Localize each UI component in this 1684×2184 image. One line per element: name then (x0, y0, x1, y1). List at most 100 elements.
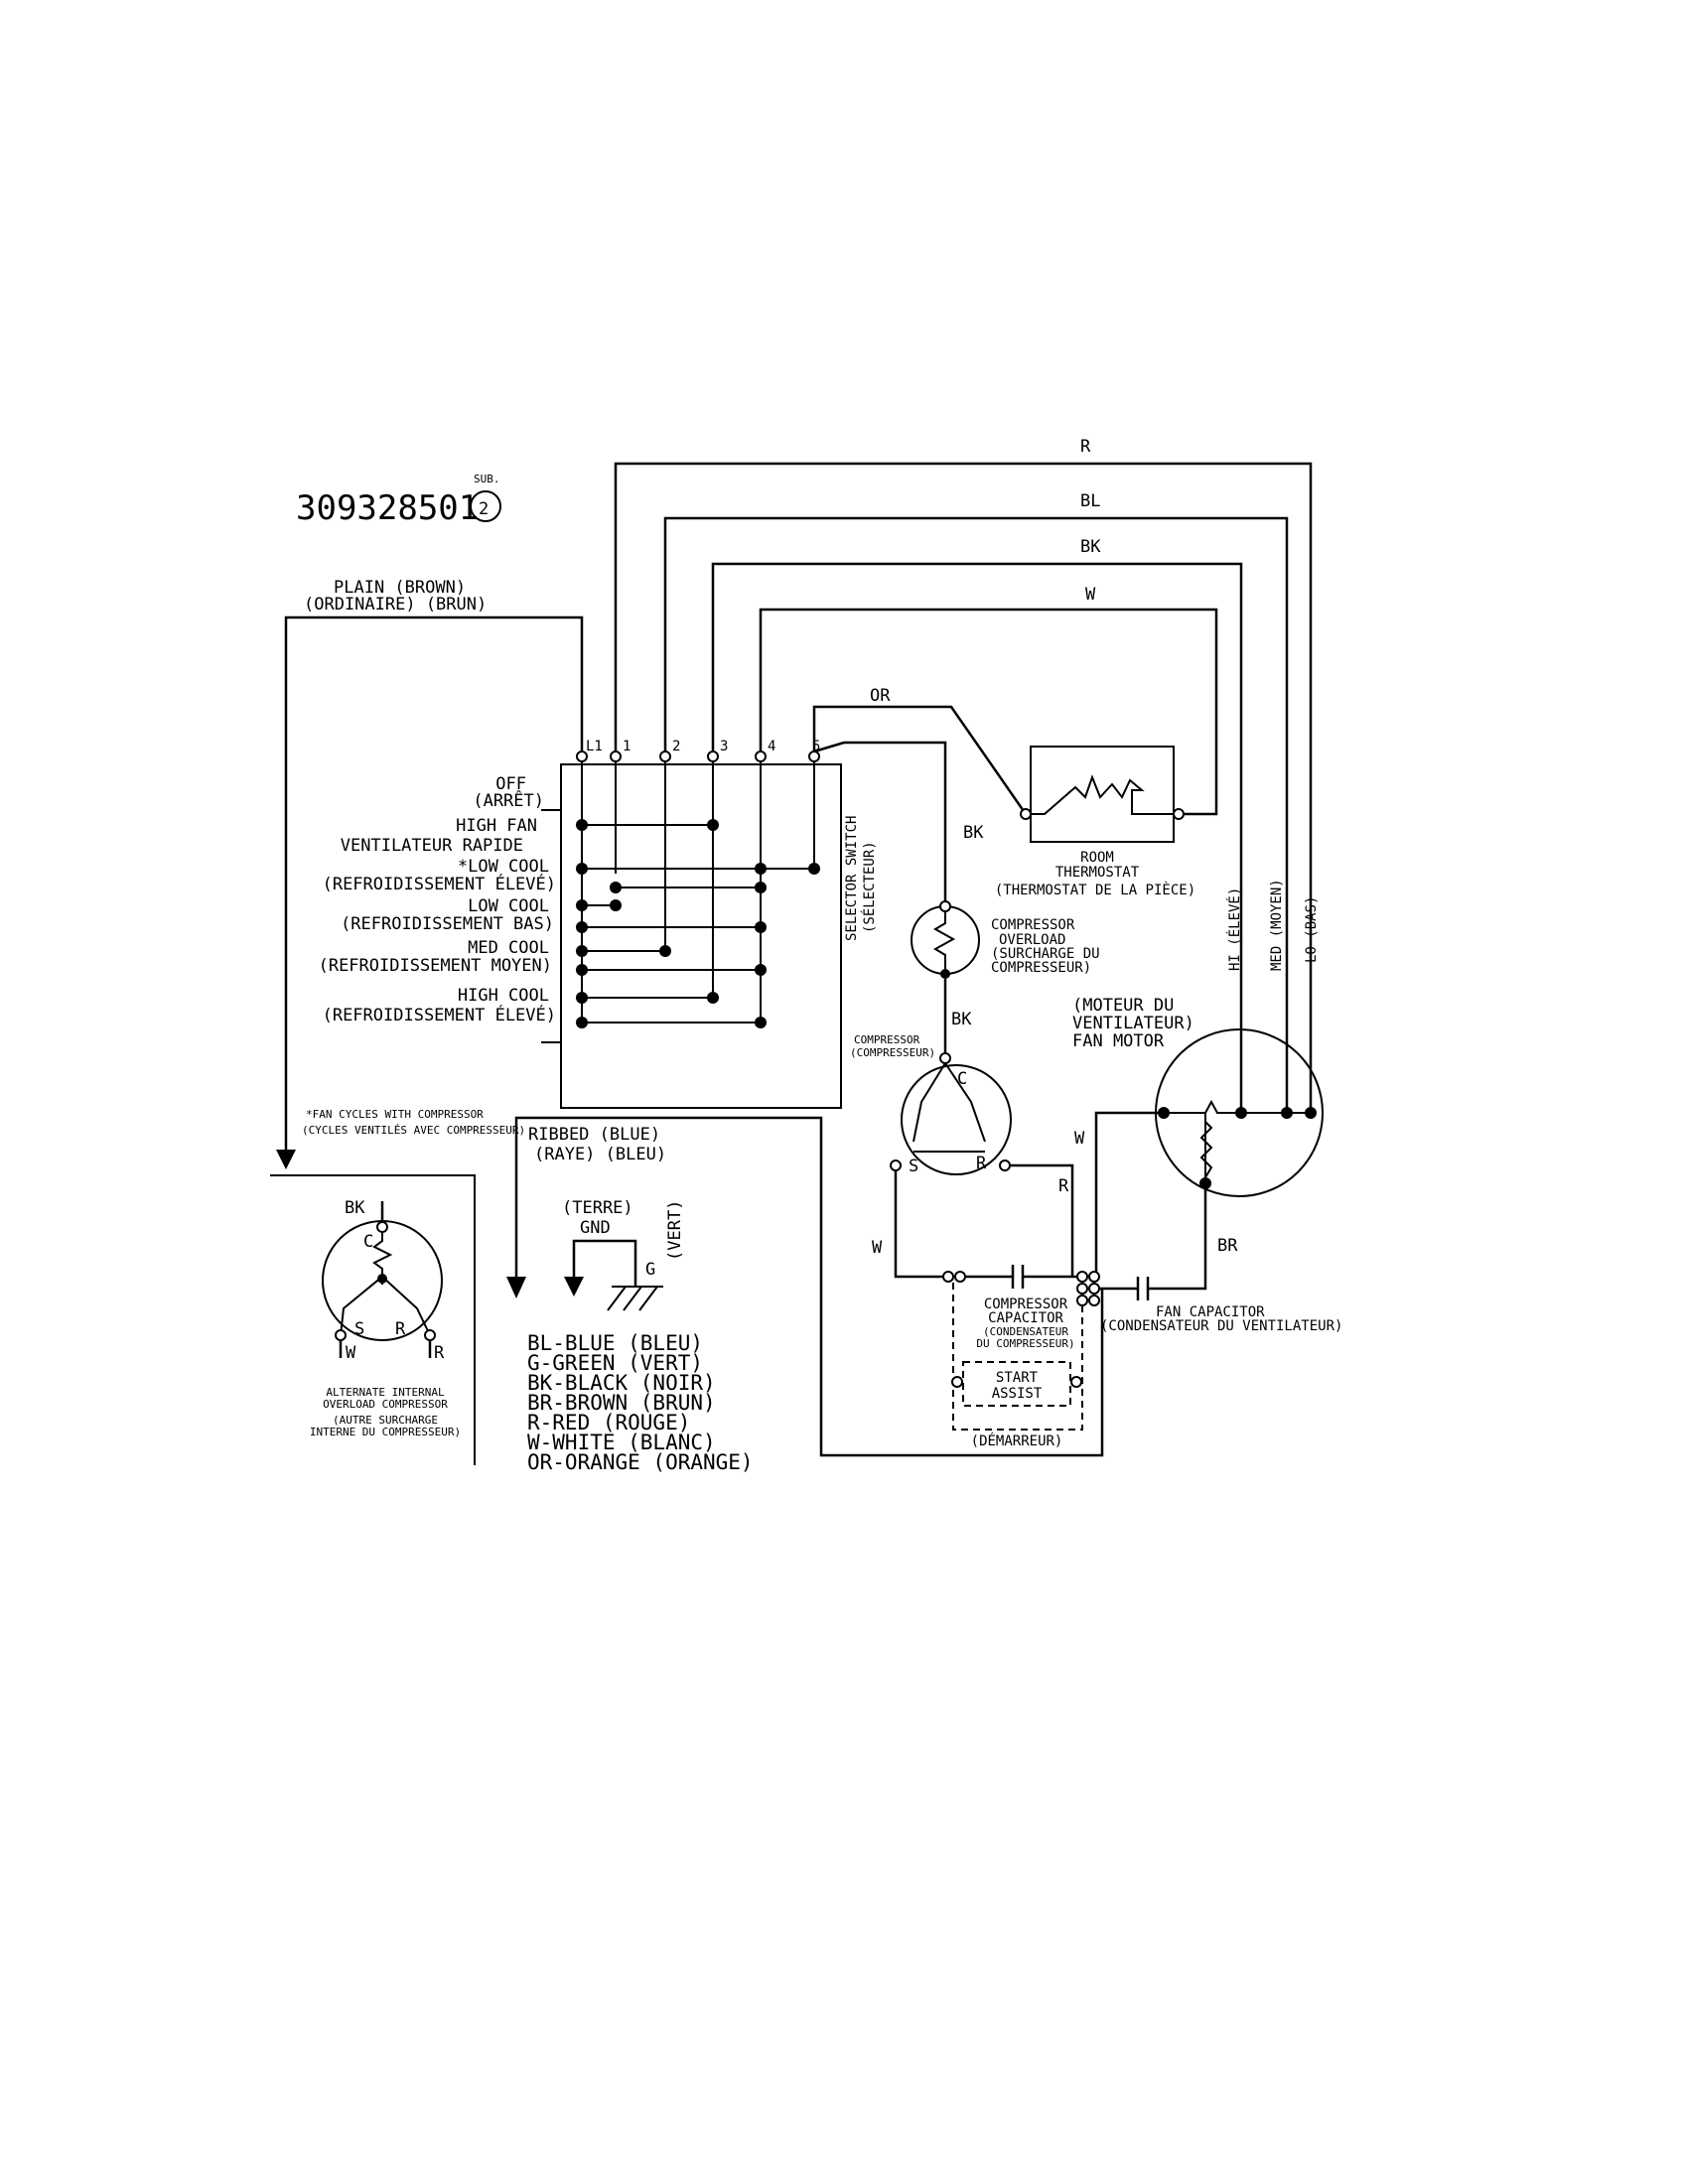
ground: (TERRE) GND G (VERT) (562, 1198, 685, 1311)
switch-terminals: L1 1 2 3 4 5 (576, 739, 820, 762)
position-high-fan-line2: VENTILATEUR RAPIDE (341, 836, 523, 856)
wire-w-fan-motor (1094, 1111, 1164, 1277)
overload-label-line1: COMPRESSOR (991, 917, 1075, 933)
selector-switch-box (560, 763, 842, 1109)
top-harness: R BL BK W OR PLAIN (BROWN) (ORDINAIRE) (… (276, 437, 1313, 1169)
fan-capacitor-symbol (1099, 1277, 1168, 1300)
position-med-cool-line2: (REFROIDISSEMENT MOYEN) (319, 956, 552, 976)
legend-blue: BL-BLUE (BLEU) (527, 1331, 703, 1355)
ground-arrow (564, 1277, 584, 1297)
alt-compressor-s: S (354, 1319, 364, 1339)
legend-black: BK-BLACK (NOIR) (527, 1371, 716, 1395)
wire-plain-brown (284, 615, 584, 1150)
alternate-compressor: BK C S R W R ALTERNATE INTERNAL OVERLOAD… (270, 1174, 476, 1465)
thermostat-label-line1: ROOM (1080, 850, 1114, 866)
compressor-terminal-s: S (909, 1157, 918, 1176)
start-assist-line1: START (996, 1370, 1039, 1386)
wire-label-w-comp: W (872, 1238, 883, 1258)
terminal-label-l1: L1 (586, 739, 603, 754)
ground-wire (572, 1239, 637, 1287)
position-high-fan-line1: HIGH FAN (456, 816, 537, 836)
wire-label-r-comp: R (1058, 1176, 1069, 1196)
wire-r (614, 462, 1313, 1112)
sub-number: 2 (479, 499, 489, 519)
plain-wire-line1: PLAIN (BROWN) (334, 578, 466, 598)
wire-label-w-fan: W (1074, 1129, 1085, 1149)
compressor: C S R COMPRESSOR (COMPRESSEUR) (850, 1033, 1012, 1176)
terminal-label-4: 4 (768, 739, 775, 754)
fan-motor-label-line3: FAN MOTOR (1072, 1031, 1165, 1051)
sub-number-circle (470, 490, 501, 522)
alt-compressor-label-line3: (AUTRE SURCHARGE (333, 1414, 438, 1427)
wire-label-bk-overload-out: BK (951, 1010, 972, 1029)
compressor-capacitor-line1: COMPRESSOR (984, 1297, 1068, 1312)
position-low-cool-star-line1: *LOW COOL (458, 857, 549, 877)
ground-line1: (TERRE) (562, 1198, 633, 1218)
compressor-capacitor-line2: CAPACITOR (988, 1310, 1063, 1326)
wire-or (812, 705, 1028, 815)
start-assist-box (962, 1361, 1071, 1407)
fan-capacitor-line1: FAN CAPACITOR (1156, 1304, 1265, 1320)
fan-motor-label-line2: VENTILATEUR) (1072, 1014, 1194, 1033)
ribbed-wire-arrow (506, 1277, 526, 1298)
terminal-label-1: 1 (623, 739, 631, 754)
legend-green: G-GREEN (VERT) (527, 1351, 703, 1375)
compressor-s-terminal (890, 1160, 902, 1171)
fan-capacitor-line2: (CONDENSATEUR DU VENTILATEUR) (1100, 1318, 1342, 1334)
position-off-line2: (ARRÊT) (473, 789, 544, 811)
overload-element (933, 911, 956, 969)
wire-bk-thermostat-to-overload (813, 741, 947, 901)
compressor-overload: BK BK COMPRESSOR OVERLOAD (SURCHARGE DU … (813, 741, 1100, 1064)
ground-g: G (645, 1260, 655, 1280)
terminal-4 (755, 751, 767, 762)
overload-label-line3: (SURCHARGE DU (991, 946, 1100, 962)
wire-label-r: R (1080, 437, 1091, 457)
overload-label-line4: COMPRESSEUR) (991, 960, 1091, 976)
overload-terminal-bottom (940, 969, 950, 979)
compressor-windings (912, 1062, 986, 1153)
wire-label-bk: BK (1080, 537, 1101, 557)
terminal-3 (707, 751, 719, 762)
wire-br-fan-motor (1168, 1183, 1207, 1291)
position-high-cool-line2: (REFROIDISSEMENT ÉLEVÉ) (323, 1004, 556, 1025)
legend-orange: OR-ORANGE (ORANGE) (527, 1450, 754, 1474)
switch-contacts (576, 761, 820, 1028)
compressor-capacitor-symbol (965, 1265, 1077, 1289)
wire-ribbed-return (514, 1116, 1104, 1457)
wire-bl (663, 516, 1289, 1112)
compressor-label-line1: COMPRESSOR (854, 1033, 920, 1046)
fan-note-line2: (CYCLES VENTILÉS AVEC COMPRESSEUR) (302, 1124, 525, 1137)
fan-speed-med: MED (MOYEN) (1269, 879, 1285, 971)
start-assist-line2: ASSIST (992, 1386, 1043, 1402)
position-low-cool-star-line2: (REFROIDISSEMENT ÉLEVÉ) (323, 873, 556, 894)
wire-label-bk-overload-in: BK (963, 823, 984, 843)
position-med-cool-line1: MED COOL (468, 938, 549, 958)
compressor-terminal-c: C (957, 1069, 967, 1089)
wire-label-or: OR (870, 686, 891, 706)
position-off-line1: OFF (495, 774, 526, 794)
alt-compressor-frame (270, 1174, 476, 1465)
start-assist-dashed-loop (952, 1283, 1083, 1431)
capacitor-wiring: W W R BR COMPRESSOR CAPACITOR (CONDENSAT… (506, 1111, 1342, 1457)
terminal-label-5: 5 (812, 739, 820, 754)
sub-label: SUB. (474, 473, 500, 485)
ribbed-wire-label: RIBBED (BLUE) (RAYE) (BLEU) (528, 1125, 666, 1164)
terminal-label-2: 2 (672, 739, 680, 754)
compressor-c-terminal (939, 1052, 951, 1064)
wire-r-compressor-r (1010, 1163, 1074, 1277)
position-high-cool-line1: HIGH COOL (458, 986, 549, 1006)
legend-brown: BR-BROWN (BRUN) (527, 1391, 716, 1415)
terminal-2 (659, 751, 671, 762)
plain-wire-arrow (276, 1150, 296, 1169)
fan-motor: (MOTEUR DU VENTILATEUR) FAN MOTOR HI (ÉL… (1072, 879, 1324, 1197)
wire-w-compressor-s (894, 1170, 945, 1279)
fan-speed-hi: HI (ÉLEVÉ) (1226, 887, 1243, 971)
position-low-cool-line2: (REFROIDISSEMENT BAS) (341, 914, 554, 934)
ribbed-wire-line2: (RAYE) (BLEU) (534, 1145, 666, 1164)
thermostat-terminal-left (1020, 808, 1032, 820)
compressor-capacitor-line3: (CONDENSATEUR (983, 1325, 1068, 1338)
selector-switch-label-line2: (SÉLECTEUR) (861, 841, 878, 933)
alt-compressor-label-line2: OVERLOAD COMPRESSOR (323, 1398, 448, 1411)
position-low-cool-line1: LOW COOL (468, 896, 549, 916)
